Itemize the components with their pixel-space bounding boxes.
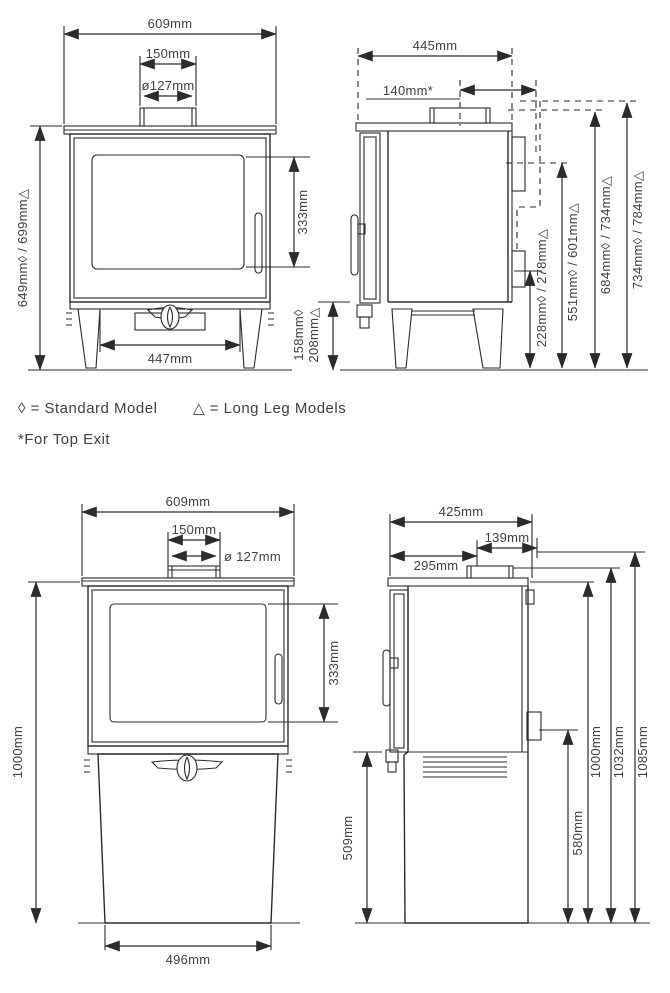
top-front-view [28, 107, 292, 371]
flue-collar [466, 565, 514, 579]
dim-top-plate-height-label: 684mm◊ / 734mm△ [598, 176, 613, 294]
dim-top-flue-dia-label: ø127mm [141, 78, 194, 93]
dim-bottom-height-label: 1000mm [10, 726, 25, 778]
legend-standard-model: ◊ = Standard Model [18, 400, 157, 417]
door-glass [91, 154, 245, 270]
dim-bottom-front-to-flue-label: 295mm [414, 558, 459, 573]
legend-top-exit-note: *For Top Exit [18, 431, 110, 448]
right-leg [239, 308, 263, 369]
door-glass [109, 603, 267, 723]
door-handle [382, 649, 391, 707]
rear-bracket [525, 589, 535, 605]
rear-outlet [526, 711, 542, 741]
air-control-knob [150, 754, 224, 782]
door-handle [350, 214, 359, 276]
dim-top-glass-label: 333mm [295, 190, 310, 235]
log-store-model-figure: 609mm 150mm ø 127mm 1000mm 333mm 496mm [10, 494, 650, 967]
door-handle [274, 653, 283, 705]
dim-top-clearance-long-label: 208mm△ [306, 307, 321, 362]
vent-slats [423, 756, 507, 778]
stove-body [69, 133, 271, 303]
dim-top-clearance-std-label: 158mm◊ [291, 309, 306, 361]
top-plate [81, 577, 295, 587]
dim-bottom-flue-to-back-label: 139mm [485, 530, 530, 545]
front-leg [391, 308, 413, 369]
legend: ◊ = Standard Model △ = Long Leg Models *… [18, 400, 346, 448]
dim-bottom-plate-height-label: 1000mm [588, 726, 603, 778]
bottom-side-view [355, 565, 650, 924]
log-store-base [97, 753, 279, 924]
dim-bottom-width-label: 609mm [166, 494, 211, 509]
dim-bottom-log-store-label: 509mm [340, 816, 355, 861]
dim-bottom-collar-height-label: 1032mm [611, 726, 626, 778]
bottom-side-dimensions: 425mm 139mm 295mm 509mm 580mm 1000mm 103… [340, 504, 650, 924]
dim-top-outlet-height-label: 228mm◊ / 278mm△ [534, 229, 549, 347]
flue-collar [167, 565, 221, 579]
flue-collar [139, 107, 197, 127]
air-control-knob [134, 304, 206, 331]
door-edge [359, 132, 381, 304]
dim-top-flue-to-back-label: 140mm* [383, 83, 433, 98]
top-side-dimensions: 445mm 140mm* 228mm◊ / 278mm△ 551mm◊ / 60… [357, 38, 645, 369]
legend-long-leg-models: △ = Long Leg Models [193, 400, 346, 417]
dim-bottom-glass-label: 333mm [326, 641, 341, 686]
door-frame [73, 137, 267, 299]
dim-top-flue-width-label: 150mm [146, 46, 191, 61]
dim-bottom-outlet-height-label: 580mm [570, 811, 585, 856]
dim-top-height-label: 649mm◊ / 699mm△ [15, 189, 30, 307]
rear-flue-panel [511, 136, 526, 192]
standard-model-figure: 609mm 150mm ø127mm 649mm◊ / 699mm△ 333mm… [15, 16, 648, 371]
dim-top-leg-span-label: 447mm [148, 351, 193, 366]
top-side-view [340, 107, 648, 371]
ash-lip [87, 745, 289, 755]
top-plate [355, 122, 513, 132]
dim-top-mid-height-label: 551mm◊ / 601mm△ [565, 203, 580, 321]
dim-bottom-base-width-label: 496mm [166, 952, 211, 967]
dim-top-width-label: 609mm [148, 16, 193, 31]
dim-bottom-max-height-label: 1085mm [635, 726, 650, 778]
dim-bottom-flue-width-label: 150mm [172, 522, 217, 537]
door-frame [91, 589, 285, 743]
door-edge [389, 589, 409, 753]
rear-outlet [511, 250, 526, 288]
dim-bottom-depth-label: 425mm [439, 504, 484, 519]
stove-body [387, 131, 512, 303]
log-store-base [403, 751, 528, 924]
door-handle [254, 212, 263, 274]
top-plate [387, 577, 529, 587]
bottom-front-view [78, 565, 300, 924]
left-leg [77, 308, 101, 369]
top-front-dimensions: 609mm 150mm ø127mm 649mm◊ / 699mm△ 333mm… [15, 16, 350, 371]
bottom-front-dimensions: 609mm 150mm ø 127mm 1000mm 333mm 496mm [10, 494, 341, 967]
dim-bottom-flue-dia-label: ø 127mm [224, 549, 281, 564]
lower-hinge [356, 304, 373, 318]
back-leg [472, 308, 504, 369]
dim-top-depth-label: 445mm [413, 38, 458, 53]
dim-top-collar-height-label: 734mm◊ / 784mm△ [630, 171, 645, 289]
